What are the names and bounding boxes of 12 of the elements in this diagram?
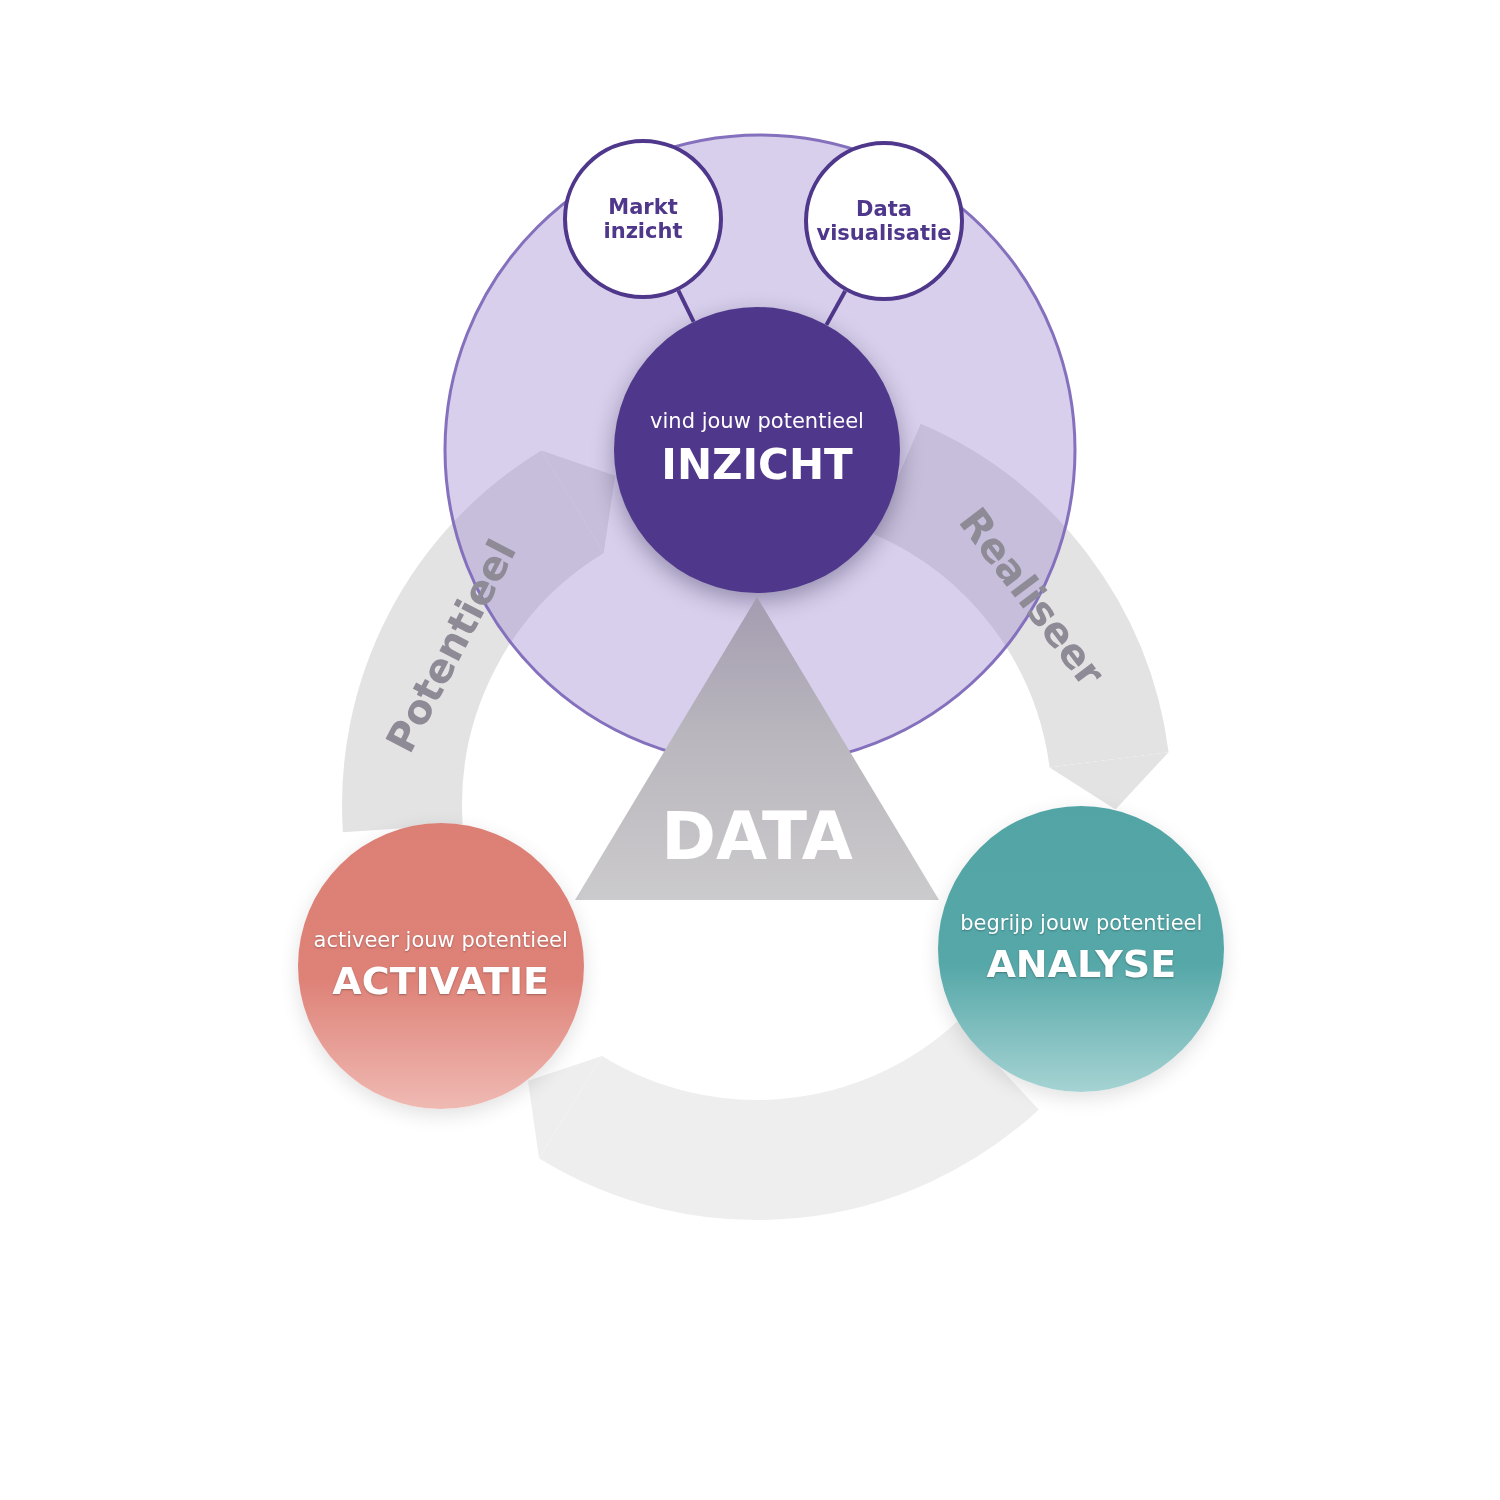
topic-label: Markt inzicht — [602, 194, 684, 244]
stage-subtitle: vind jouw potentieel — [650, 409, 864, 435]
stage-title: ACTIVATIE — [332, 958, 549, 1005]
stage-subtitle: activeer jouw potentieel — [313, 927, 568, 953]
connector-line — [824, 290, 847, 326]
topic-label: Data visualisatie — [815, 196, 953, 246]
stage-title: INZICHT — [661, 440, 853, 491]
stage-title: DATA — [661, 801, 853, 874]
stage-subtitle: begrijp jouw potentieel — [960, 911, 1203, 937]
connector-line — [676, 289, 696, 323]
cycle-arrow — [526, 1019, 1036, 1220]
stage-title: ANALYSE — [986, 942, 1177, 988]
